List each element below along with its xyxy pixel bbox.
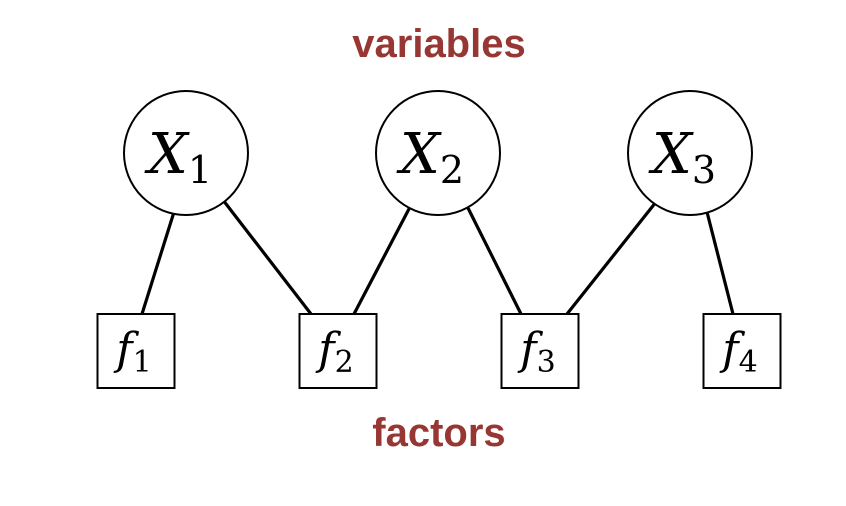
variable-label: X2 [396,122,464,192]
variable-circle [375,90,501,216]
variable-node-x2: X2 [375,90,501,216]
edge-x1-f1 [140,211,176,315]
factor-box [298,313,378,389]
nodes-layer: X1 X2 X3 f1 f2 f3 f4 [96,90,782,389]
factor-box [702,313,782,389]
edge-x2-f3 [465,205,523,315]
factor-node-f2: f2 [298,313,378,389]
variable-circle [627,90,753,216]
variable-label: X3 [648,122,716,192]
factors-heading: factors [372,411,505,455]
edge-x2-f2 [352,206,412,315]
variable-circle [123,90,249,216]
factor-node-f1: f1 [96,313,176,389]
variable-node-x3: X3 [627,90,753,216]
factor-box [500,313,580,389]
edge-x1-f2 [221,199,313,315]
variable-node-x1: X1 [123,90,249,216]
edge-x3-f4 [705,211,735,315]
factor-node-f4: f4 [702,313,782,389]
factor-box [96,313,176,389]
factor-node-f3: f3 [500,313,580,389]
variable-label: X1 [144,122,212,192]
factor-label: f2 [315,324,353,380]
edge-x3-f3 [565,201,658,315]
variables-heading: variables [352,22,525,66]
edges-layer [140,199,735,315]
